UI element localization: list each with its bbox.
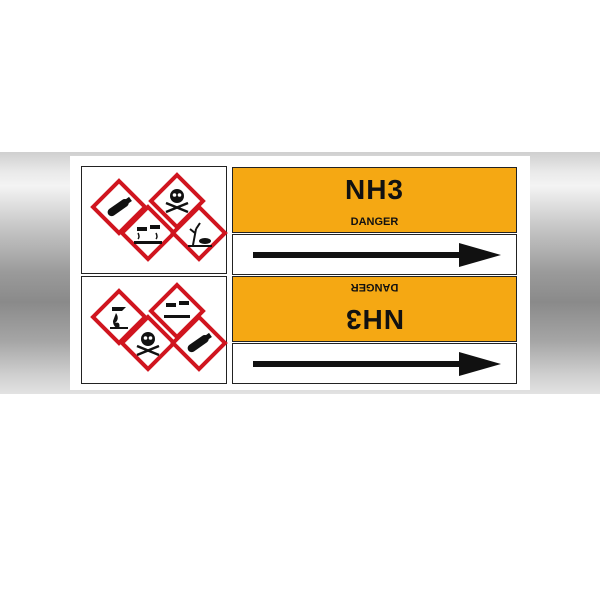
hazard-word: DANGER xyxy=(350,216,399,228)
hazard-word-inverted: DANGER xyxy=(350,281,399,293)
flow-arrow-box-top xyxy=(232,234,517,275)
substance-name: NH3 xyxy=(344,174,404,205)
substance-band-top: NH3 DANGER xyxy=(232,167,517,233)
hazard-panel-bottom xyxy=(81,276,228,384)
gas-cylinder-icon xyxy=(170,314,228,372)
flow-arrow-icon xyxy=(253,352,501,376)
flame-icon xyxy=(90,288,148,346)
flow-arrow-icon xyxy=(253,243,501,267)
gas-cylinder-icon xyxy=(90,178,148,236)
flow-arrow-box-bottom xyxy=(232,343,517,384)
hazard-panel-top xyxy=(81,166,228,274)
substance-name-inverted: NH3 xyxy=(345,304,405,335)
substance-band-bottom: NH3 DANGER xyxy=(232,276,517,342)
skull-crossbones-icon xyxy=(119,314,177,372)
corrosion-icon xyxy=(119,204,177,262)
environment-icon xyxy=(170,204,228,262)
